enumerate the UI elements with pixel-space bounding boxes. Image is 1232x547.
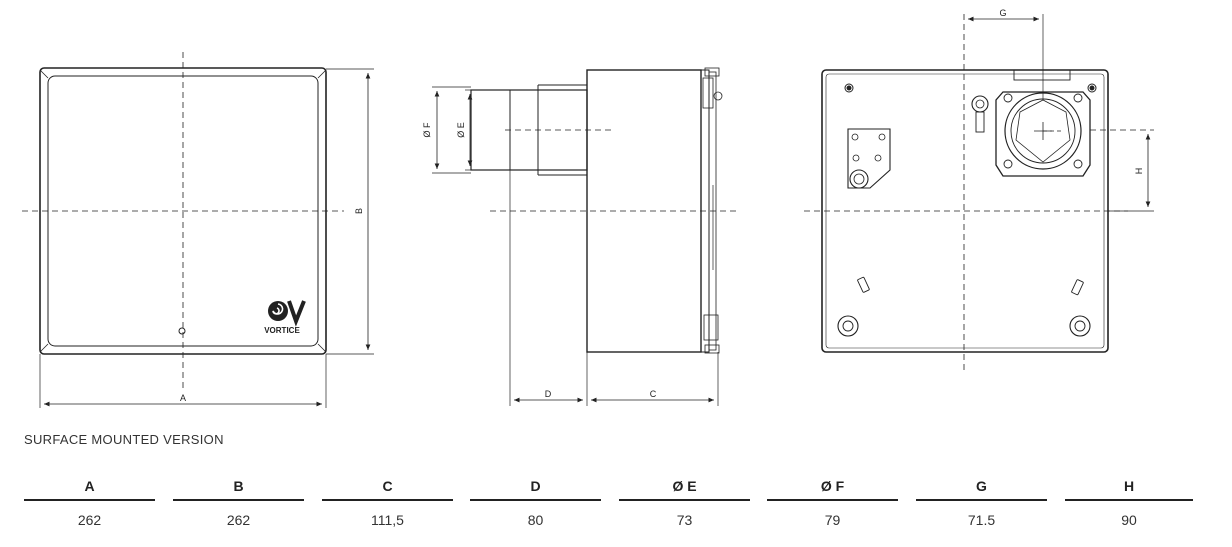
dim-label-a: A xyxy=(180,393,186,403)
technical-drawing: VORTICE A B Ø F Ø E D C xyxy=(22,8,1154,408)
front-view xyxy=(22,52,374,408)
table-value-e: 73 xyxy=(676,512,693,528)
table-value-a: 262 xyxy=(77,512,102,528)
table-column-f: Ø F 79 xyxy=(767,476,898,528)
table-header-b: B xyxy=(233,478,244,494)
table-column-b: B 262 xyxy=(173,476,304,528)
dim-label-c: C xyxy=(650,389,657,399)
dim-label-b: B xyxy=(354,208,364,214)
table-rule xyxy=(173,499,304,501)
table-header-a: A xyxy=(84,478,95,494)
table-column-h: H 90 xyxy=(1065,476,1193,528)
table-column-e: Ø E 73 xyxy=(619,476,750,528)
table-header-h: H xyxy=(1123,478,1135,494)
table-column-c: C 111,5 xyxy=(322,476,453,528)
table-header-f: Ø F xyxy=(820,478,845,494)
table-rule xyxy=(916,499,1047,501)
table-rule xyxy=(1065,499,1193,501)
rear-view xyxy=(804,14,1154,372)
vortice-logo xyxy=(268,300,306,327)
table-header-d: D xyxy=(530,478,541,494)
dim-label-h: H xyxy=(1134,168,1144,175)
table-value-g: 71.5 xyxy=(967,512,996,528)
side-view xyxy=(432,67,740,406)
table-value-b: 262 xyxy=(226,512,251,528)
table-rule xyxy=(619,499,750,501)
dim-label-f: Ø F xyxy=(422,122,432,138)
version-caption: SURFACE MOUNTED VERSION xyxy=(24,432,224,447)
dim-label-e: Ø E xyxy=(456,122,466,138)
table-rule xyxy=(24,499,155,501)
brand-label: VORTICE xyxy=(264,326,300,335)
table-value-d: 80 xyxy=(527,512,544,528)
table-header-c: C xyxy=(382,478,393,494)
dimensions-table: A 262 B 262 C 111,5 D 80 Ø E 73 Ø F 79 G… xyxy=(0,476,1232,536)
table-rule xyxy=(767,499,898,501)
table-column-g: G 71.5 xyxy=(916,476,1047,528)
table-column-a: A 262 xyxy=(24,476,155,528)
table-header-e: Ø E xyxy=(672,478,697,494)
table-value-h: 90 xyxy=(1121,512,1137,528)
table-column-d: D 80 xyxy=(470,476,601,528)
table-header-g: G xyxy=(976,478,987,494)
table-rule xyxy=(322,499,453,501)
table-rule xyxy=(470,499,601,501)
table-value-f: 79 xyxy=(824,512,841,528)
dim-label-d: D xyxy=(545,389,552,399)
dim-label-g: G xyxy=(999,8,1006,18)
table-value-c: 111,5 xyxy=(371,512,404,528)
